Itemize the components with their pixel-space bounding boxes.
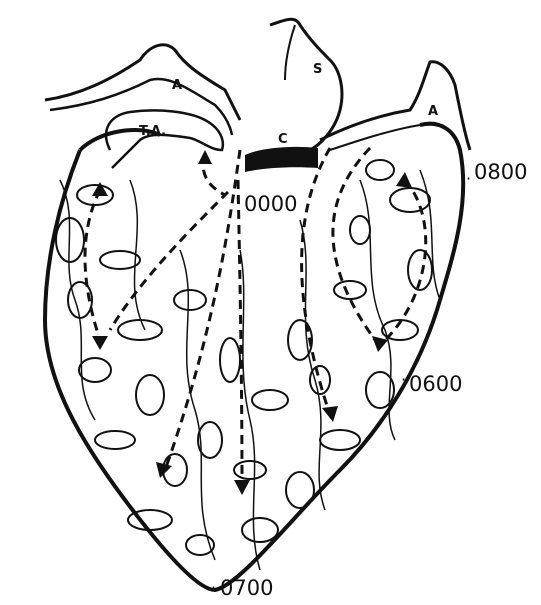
label-crista: C — [278, 132, 288, 147]
marker-dot-0800: · — [466, 169, 471, 188]
label-sinus: S — [313, 62, 322, 77]
arrowhead-right-loop — [372, 336, 388, 352]
time-label-0000: 0000 — [244, 192, 297, 216]
crista-band — [245, 147, 318, 172]
arrowhead-left-lower — [92, 336, 108, 350]
flow-path-left-upper — [110, 192, 228, 330]
time-label-0600: 0600 — [409, 372, 462, 396]
marker-dot-0600: · — [401, 370, 406, 389]
arrowhead-truncus — [198, 150, 212, 164]
label-aorta-left: A — [172, 78, 182, 93]
flow-path-to-apex-left — [165, 150, 240, 470]
arrowhead-right-upper — [396, 172, 412, 188]
flow-path-left-loop — [85, 190, 100, 340]
trabecular-strands — [60, 170, 440, 570]
sinus-outline — [270, 19, 342, 150]
marker-dot-0000: · — [235, 189, 240, 208]
time-label-0700: 0700 — [220, 576, 273, 600]
arrowhead-right-down — [322, 406, 338, 422]
sinus-inner — [285, 25, 295, 80]
right-aorta-outline — [320, 62, 470, 150]
time-label-0800: 0800 — [474, 160, 527, 184]
flow-path-to-apex-mid — [238, 180, 242, 485]
trabecular-texture — [56, 160, 432, 555]
arrowhead-apex-mid — [234, 480, 250, 495]
label-aorta-right: A — [428, 104, 438, 119]
marker-dot-0700: · — [211, 578, 216, 597]
label-truncus: T.A. — [139, 124, 166, 139]
